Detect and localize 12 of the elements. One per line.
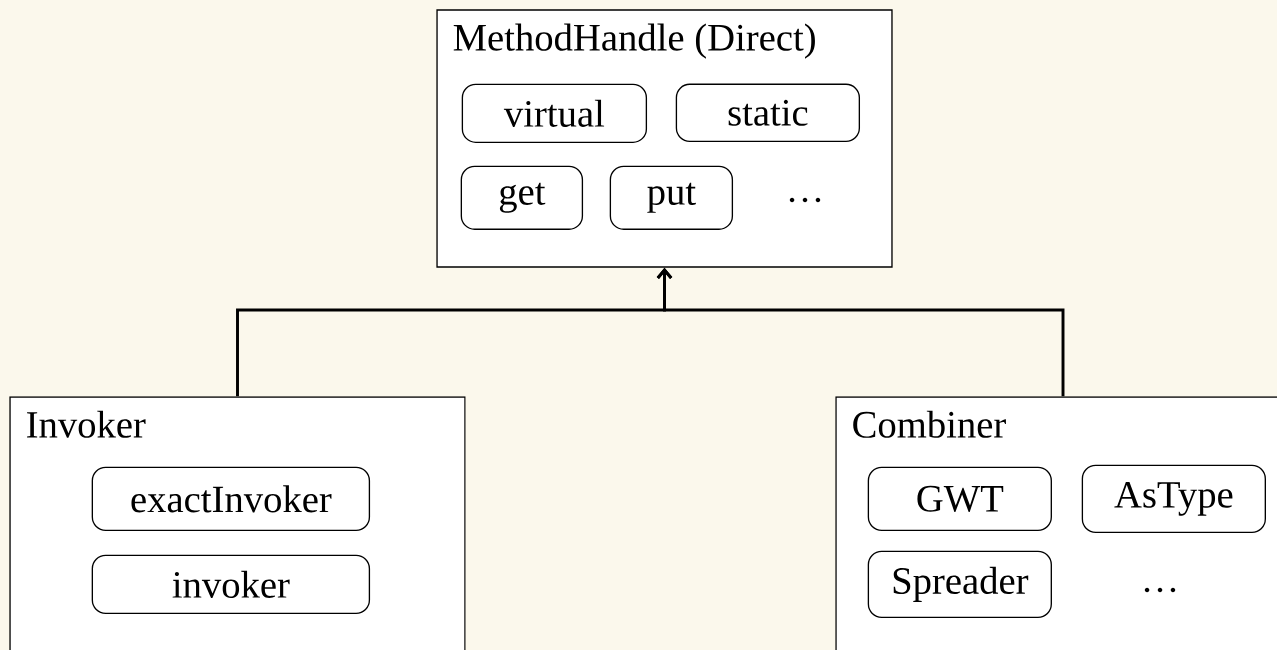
rounded-box: invoker — [91, 554, 371, 615]
rounded-box: Spreader — [867, 550, 1052, 619]
rounded-box: get — [460, 165, 584, 230]
ellipsis-text: … — [789, 197, 821, 203]
rounded-box: virtual — [461, 83, 648, 143]
rounded-box: GWT — [867, 466, 1052, 531]
ellipsis-text: … — [1144, 587, 1176, 593]
rounded-box: AsType — [1081, 464, 1266, 533]
rounded-box: exactInvoker — [91, 466, 371, 531]
arrow — [656, 267, 1065, 397]
rounded-box: static — [675, 83, 860, 142]
rounded-box: put — [609, 165, 734, 230]
